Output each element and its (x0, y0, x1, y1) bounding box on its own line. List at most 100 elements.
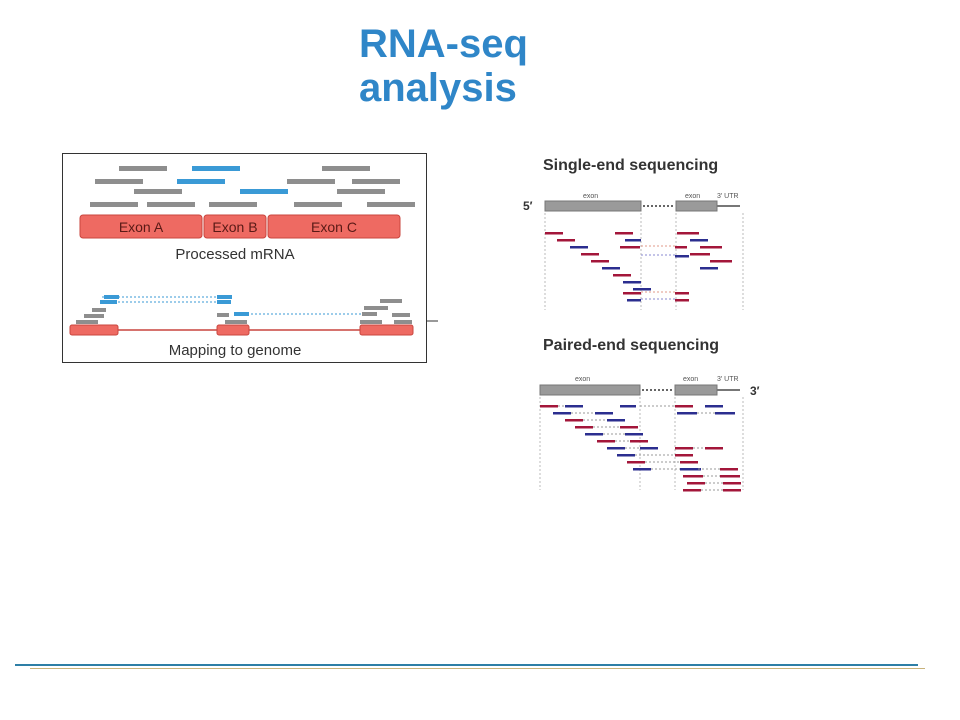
exon-block (539, 384, 641, 396)
read (640, 447, 658, 450)
exon-b-label: Exon B (212, 219, 257, 235)
read (607, 447, 625, 450)
mapping-caption: Mapping to genome (169, 342, 302, 359)
exon-a-label: Exon A (119, 219, 164, 235)
genome-exon (216, 324, 250, 336)
read (76, 320, 98, 324)
read (240, 189, 288, 194)
read (597, 440, 615, 443)
genome-mapping (69, 295, 438, 336)
read (557, 239, 575, 242)
read (147, 202, 195, 207)
read (613, 274, 631, 277)
read (680, 461, 698, 464)
read (675, 299, 689, 302)
read (710, 260, 732, 263)
read (683, 475, 703, 478)
read (337, 189, 385, 194)
read (687, 482, 705, 485)
footer-rule (15, 664, 918, 666)
single-end-reads (545, 232, 732, 302)
read (627, 461, 645, 464)
read (287, 179, 335, 184)
read (602, 267, 620, 270)
read (392, 313, 410, 317)
read (690, 253, 710, 256)
sequencing-diagram: Single-end sequencing 5′ exon exon 3′ UT… (523, 157, 760, 492)
exon-label-3: exon (575, 376, 590, 383)
processed-mrna: Exon A Exon B Exon C (79, 214, 401, 239)
title-line-2: analysis (359, 66, 517, 110)
read (104, 295, 119, 299)
mrna-reads (90, 166, 415, 207)
read (585, 433, 603, 436)
read (234, 312, 249, 316)
read (675, 292, 689, 295)
exon-block (675, 200, 718, 212)
read (322, 166, 370, 171)
read (723, 489, 741, 492)
genome-exon (359, 324, 414, 336)
read (720, 475, 740, 478)
read (675, 447, 693, 450)
paired-end-reads (540, 405, 741, 492)
read (553, 412, 571, 415)
three-prime-label: 3′ (750, 384, 760, 398)
processed-mrna-caption: Processed mRNA (175, 246, 294, 263)
read (607, 419, 625, 422)
utr-label: 3′ UTR (717, 193, 739, 200)
read (623, 292, 641, 295)
read (720, 468, 738, 471)
title-line-1: RNA-seq (359, 22, 528, 66)
read (615, 232, 633, 235)
read (700, 246, 722, 249)
exon-label-2: exon (685, 193, 700, 200)
read (95, 179, 143, 184)
read (675, 405, 693, 408)
read (675, 454, 693, 457)
read (675, 246, 687, 249)
read (217, 313, 229, 317)
read (352, 179, 400, 184)
read (217, 300, 231, 304)
read (723, 482, 741, 485)
read (209, 202, 257, 207)
read (633, 468, 651, 471)
read (620, 405, 636, 408)
read (394, 320, 412, 324)
read (540, 405, 558, 408)
read (623, 281, 641, 284)
read (620, 246, 640, 249)
read (620, 426, 638, 429)
exon-c (267, 214, 401, 239)
read (565, 419, 583, 422)
genome-exon (69, 324, 119, 336)
footer-rule-accent (30, 668, 925, 669)
read (677, 232, 699, 235)
read (225, 320, 247, 324)
read (545, 232, 563, 235)
exon-b (203, 214, 267, 239)
read (380, 299, 402, 303)
mrna-mapping-diagram: Exon A Exon B Exon C Processed mRNA Mapp… (62, 153, 438, 363)
read (627, 299, 641, 302)
read (565, 405, 583, 408)
read (134, 189, 182, 194)
read (715, 412, 735, 415)
read (705, 447, 723, 450)
read (570, 246, 588, 249)
read (177, 179, 225, 184)
read (700, 267, 718, 270)
read (364, 306, 388, 310)
read (595, 412, 613, 415)
read (581, 253, 599, 256)
read (680, 468, 698, 471)
read (625, 239, 641, 242)
exon-label-4: exon (683, 376, 698, 383)
read (617, 454, 635, 457)
read (630, 440, 648, 443)
read (575, 426, 593, 429)
read (294, 202, 342, 207)
read (683, 489, 701, 492)
paired-end-title: Paired-end sequencing (543, 337, 719, 354)
